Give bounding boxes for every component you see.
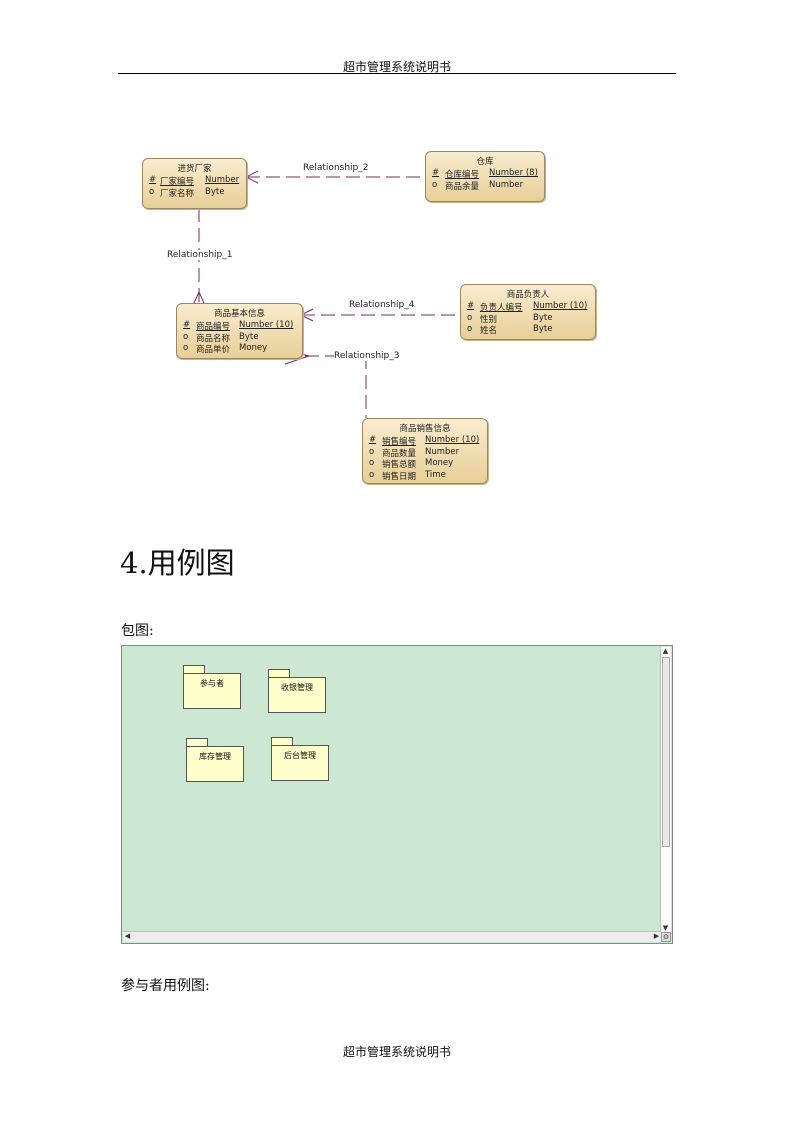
attr-type: Number (8): [489, 168, 538, 178]
attr-mark: #: [432, 168, 440, 178]
vertical-scroll-thumb[interactable]: [662, 657, 670, 847]
package-diagram-canvas[interactable]: 参与者 收银管理 库存管理 后台管理 ▲ ▼ ◀ ▶ ⊙: [121, 645, 673, 944]
vertical-scrollbar[interactable]: ▲ ▼: [660, 647, 671, 933]
attr-mark: o: [149, 186, 155, 197]
attr-name: 负责人编号: [480, 303, 523, 313]
attr-name: 厂家名称: [160, 188, 195, 199]
horizontal-scrollbar[interactable]: ◀ ▶: [123, 931, 661, 942]
attr-type: Number (10): [239, 320, 294, 330]
attr-mark: o: [467, 312, 473, 323]
entity-title: 商品销售信息: [399, 424, 451, 434]
package-label: 后台管理: [271, 745, 329, 781]
attr-type: Number (10): [425, 435, 480, 445]
attr-mark: o: [369, 458, 375, 468]
attr-name: 商品名称: [196, 333, 231, 344]
attr-name: 商品单价: [196, 345, 231, 355]
attr-name: 姓名: [480, 326, 498, 336]
attr-type: Number: [205, 175, 240, 185]
header-divider: [118, 73, 676, 74]
entity-warehouse[interactable]: 仓库 # 仓库编号 Number (8) o 商品余量 Number: [425, 151, 545, 202]
entity-goods[interactable]: 商品基本信息 # 商品编号 Number (10) o 商品名称 Byte o 商品单价 M…: [176, 303, 303, 359]
scroll-left-icon[interactable]: ◀: [124, 932, 131, 940]
entity-title: 商品负责人: [506, 290, 550, 300]
attr-mark: o: [183, 331, 189, 342]
attr-name: 销售日期: [382, 471, 417, 482]
attr-mark: o: [369, 446, 375, 457]
page-footer: 超市管理系统说明书: [342, 1045, 451, 1059]
attr-name: 性别: [480, 314, 498, 325]
relationship-2-label: Relationship_2: [303, 163, 369, 173]
relationship-4-label: Relationship_4: [349, 300, 415, 310]
relationship-1-label: Relationship_1: [167, 250, 233, 260]
rel3-line: [285, 355, 367, 418]
page-header: 超市管理系统说明书: [342, 60, 451, 74]
scroll-up-icon[interactable]: ▲: [662, 647, 669, 655]
attr-mark: o: [467, 324, 473, 334]
package-label: 参与者: [183, 673, 241, 709]
entity-vendor[interactable]: 进货厂家 #厂家编号 Number o 厂家名称 Byte: [142, 158, 247, 209]
scroll-right-icon[interactable]: ▶: [653, 932, 660, 940]
attr-mark: o: [369, 469, 375, 480]
attr-name: 商品编号: [196, 322, 231, 332]
scroll-down-icon[interactable]: ▼: [662, 924, 669, 932]
attr-mark: #: [149, 175, 157, 185]
attr-type: Byte: [533, 324, 553, 334]
attr-name: 商品数量: [382, 448, 417, 459]
attr-type: Money: [239, 343, 268, 353]
package-label: 收银管理: [268, 677, 326, 713]
attr-name: 销售总额: [382, 460, 417, 470]
entity-title: 仓库: [476, 157, 494, 167]
attr-name: 销售编号: [382, 437, 417, 447]
zoom-corner-icon[interactable]: ⊙: [661, 932, 671, 942]
section-heading: 4.用例图: [120, 546, 235, 580]
attr-type: Number (10): [533, 301, 588, 311]
attr-type: Number: [489, 179, 524, 190]
attr-type: Time: [425, 469, 446, 480]
rel1-crowfoot: [193, 290, 205, 304]
attr-mark: #: [467, 301, 475, 311]
attr-type: Byte: [533, 312, 553, 323]
attr-mark: #: [183, 320, 191, 330]
attr-mark: o: [183, 343, 189, 353]
entity-manager[interactable]: 商品负责人 # 负责人编号 Number (10) o 性别 Byte o 姓名 Byte: [460, 284, 596, 340]
attr-name: 商品余量: [445, 181, 480, 192]
attr-type: Byte: [239, 331, 259, 342]
package-label: 库存管理: [186, 746, 244, 782]
entity-sales[interactable]: 商品销售信息 # 销售编号 Number (10) o 商品数量 Number o 销售总…: [362, 418, 488, 484]
attr-name: 厂家编号: [160, 177, 195, 187]
entity-title: 商品基本信息: [213, 309, 265, 319]
attr-mark: o: [432, 179, 438, 190]
entity-title: 进货厂家: [177, 164, 212, 174]
attr-type: Money: [425, 458, 454, 468]
attr-type: Byte: [205, 186, 225, 197]
attr-mark: #: [369, 435, 377, 445]
package-diagram-label: 包图:: [121, 623, 154, 639]
attr-type: Number: [425, 446, 460, 457]
actor-use-case-label: 参与者用例图:: [121, 978, 210, 994]
attr-name: 仓库编号: [445, 170, 480, 180]
relationship-3-label: Relationship_3: [334, 351, 400, 361]
